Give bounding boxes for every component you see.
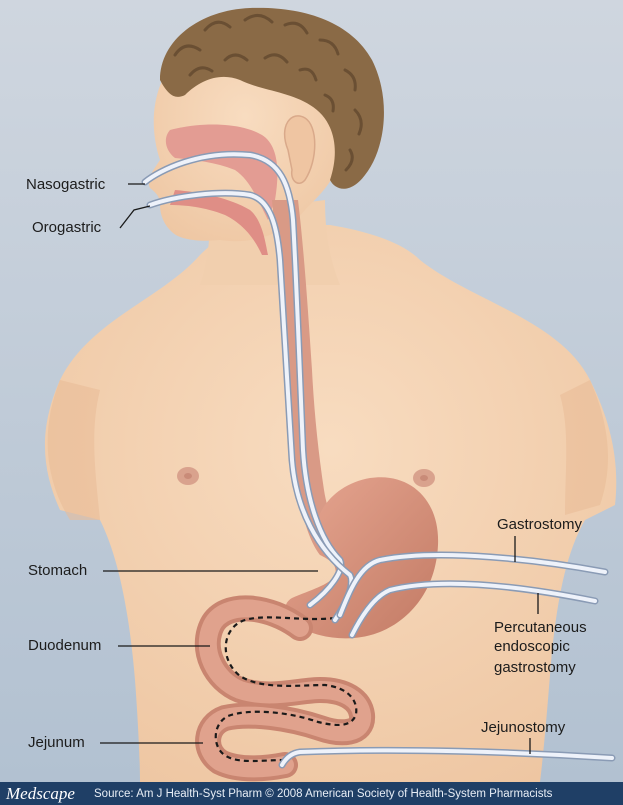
duodenum-highlight: [198, 599, 371, 778]
esophagus: [272, 200, 345, 555]
nasal-cavity: [165, 124, 278, 220]
source-footer: Medscape Source: Am J Health-Syst Pharm …: [0, 782, 623, 805]
hair: [160, 7, 384, 189]
right-arm-shadow: [560, 380, 609, 515]
right-nipple-center: [420, 475, 428, 481]
left-nipple-center: [184, 473, 192, 479]
feeding-tube-illustration: [0, 0, 623, 782]
leader-orogastric: [119, 205, 151, 229]
label-peg-line1: Percutaneous: [494, 619, 587, 636]
medscape-logo: Medscape: [6, 783, 75, 803]
ear: [283, 115, 316, 184]
leader-lines: [100, 183, 539, 754]
label-jejunostomy: Jejunostomy: [481, 719, 566, 736]
tubes: [141, 150, 616, 769]
hair-texture: [173, 14, 363, 172]
label-jejunum: Jejunum: [28, 734, 85, 751]
label-stomach: Stomach: [28, 562, 88, 579]
oral-cavity: [170, 190, 268, 255]
label-orogastric: Orogastric: [32, 219, 102, 236]
source-citation: Source: Am J Health-Syst Pharm © 2008 Am…: [94, 787, 553, 800]
label-nasogastric: Nasogastric: [26, 176, 106, 193]
label-gastrostomy: Gastrostomy: [497, 516, 583, 533]
label-peg-line2: endoscopic: [494, 638, 570, 655]
left-arm-shadow: [47, 380, 100, 520]
label-peg-line3: gastrostomy: [494, 659, 576, 676]
label-duodenum: Duodenum: [28, 637, 102, 654]
jejunal-tube-path: [214, 616, 358, 763]
